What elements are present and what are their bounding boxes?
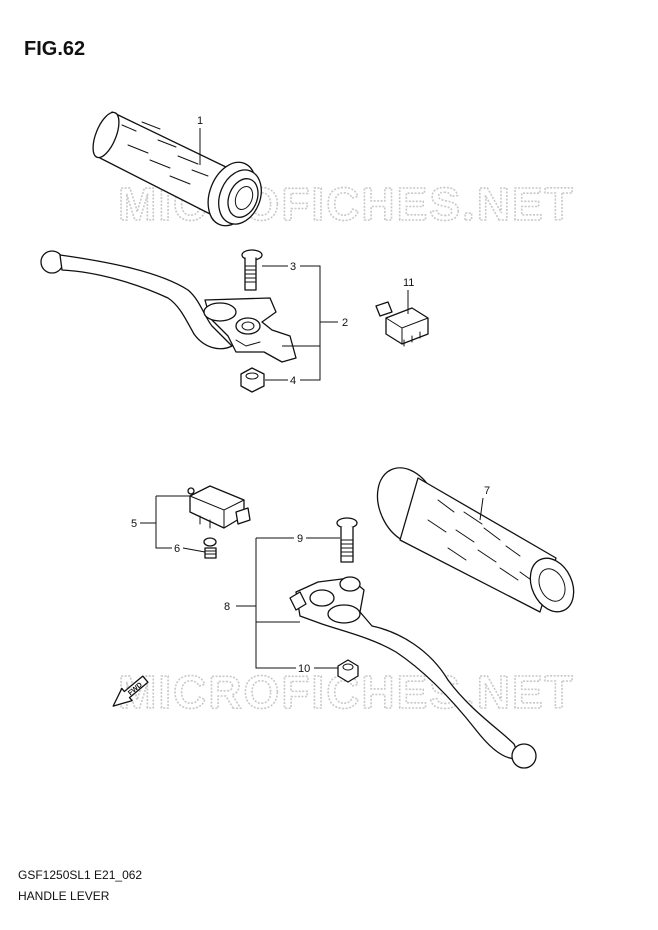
callout-2: 2 (342, 317, 348, 329)
callout-3: 3 (290, 261, 296, 273)
clutch-lever-part (40, 250, 297, 363)
pivot-bolt-part (241, 249, 263, 291)
callout-4: 4 (290, 375, 296, 387)
callout-1: 1 (197, 115, 203, 127)
callout-11: 11 (403, 277, 414, 289)
figure-title: FIG.62 (24, 38, 86, 60)
callout-10: 10 (298, 663, 310, 675)
handle-grip-part (376, 467, 575, 613)
lever-nut-part (337, 659, 359, 683)
callout-9: 9 (297, 533, 303, 545)
brake-lever-part (289, 576, 537, 769)
screw-part (203, 537, 217, 559)
brake-switch-part (187, 485, 251, 529)
throttle-grip-part (92, 111, 262, 227)
callout-6: 6 (174, 543, 180, 555)
callout-8: 8 (224, 601, 230, 613)
nut-part (240, 367, 265, 393)
lever-bolt-part (336, 517, 358, 563)
clutch-switch-part (375, 301, 429, 347)
diagram-name: HANDLE LEVER (18, 889, 110, 903)
callout-7: 7 (484, 485, 490, 497)
callout-5: 5 (131, 518, 137, 530)
diagram-code: GSF1250SL1 E21_062 (18, 868, 143, 882)
